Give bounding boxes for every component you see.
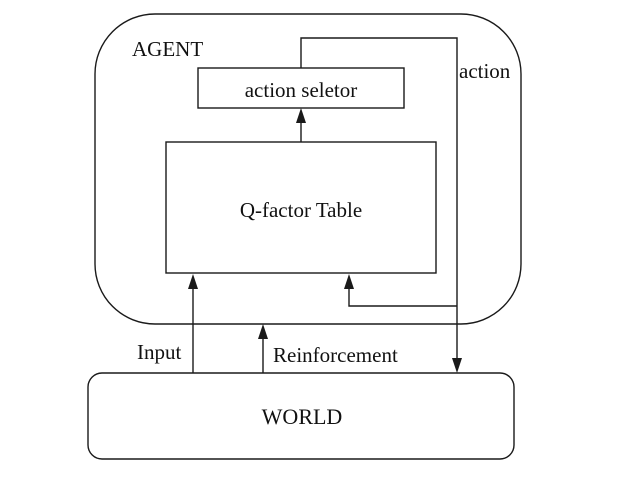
action-output-line	[300, 37, 458, 360]
action-to-world-arrowhead	[452, 358, 462, 373]
q-table-to-selector-arrowhead	[296, 108, 306, 123]
action-feedback-line	[348, 288, 457, 307]
agent-label: AGENT	[132, 37, 203, 61]
reinforcement-arrowhead	[258, 324, 268, 339]
action-feedback-arrowhead	[344, 274, 354, 289]
action-label: action	[459, 59, 511, 83]
action-selector-box	[197, 67, 405, 109]
input-arrowhead	[188, 274, 198, 289]
input-label: Input	[137, 340, 181, 364]
q-factor-table-label: Q-factor Table	[240, 198, 362, 222]
world-box	[87, 372, 515, 460]
world-label: WORLD	[262, 404, 343, 429]
action-selector-label: action seletor	[245, 78, 358, 102]
reinforcement-label: Reinforcement	[273, 343, 398, 367]
